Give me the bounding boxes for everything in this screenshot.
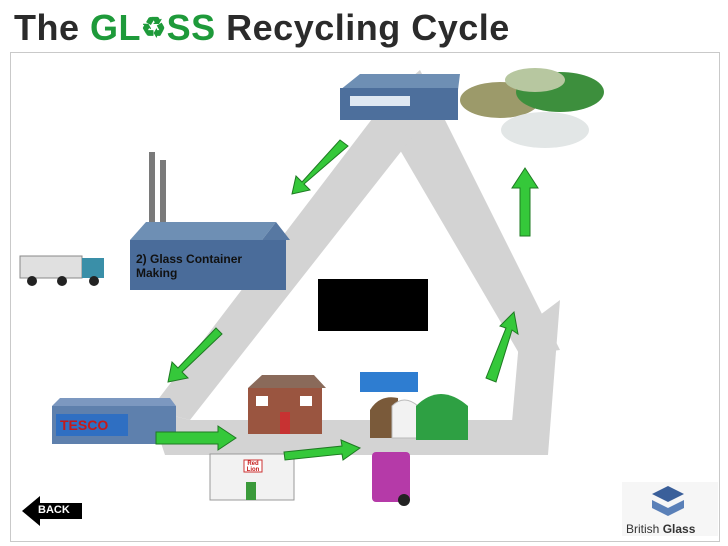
supermarket [52, 398, 176, 444]
diagram-frame [10, 52, 720, 542]
british-glass-logo-text: British Glass [626, 522, 696, 536]
back-button[interactable]: BACK [20, 494, 84, 528]
back-arrow-icon [22, 496, 82, 526]
wheelie-bin [372, 452, 410, 506]
recycle-icon: ♻ [141, 12, 167, 43]
tesco-sign: TESCO [60, 417, 109, 433]
label-glass-container-making: 2) Glass Container Making [136, 252, 243, 280]
page-title: The GL♻SS Recycling Cycle [14, 7, 510, 48]
label-the-bin: 5) The Bin [422, 458, 495, 475]
processing-plant [340, 74, 460, 120]
cullet-piles [460, 68, 604, 148]
flow-arrows [155, 139, 539, 461]
lorry [19, 255, 104, 286]
black-box [318, 279, 428, 331]
pub [209, 453, 295, 501]
bottle-bank [360, 372, 468, 440]
back-label: BACK [38, 504, 70, 516]
container-factory [130, 152, 290, 290]
pub-sign: Red Lion [246, 461, 260, 473]
house [248, 375, 326, 434]
british-glass-logo-mark [622, 482, 718, 536]
